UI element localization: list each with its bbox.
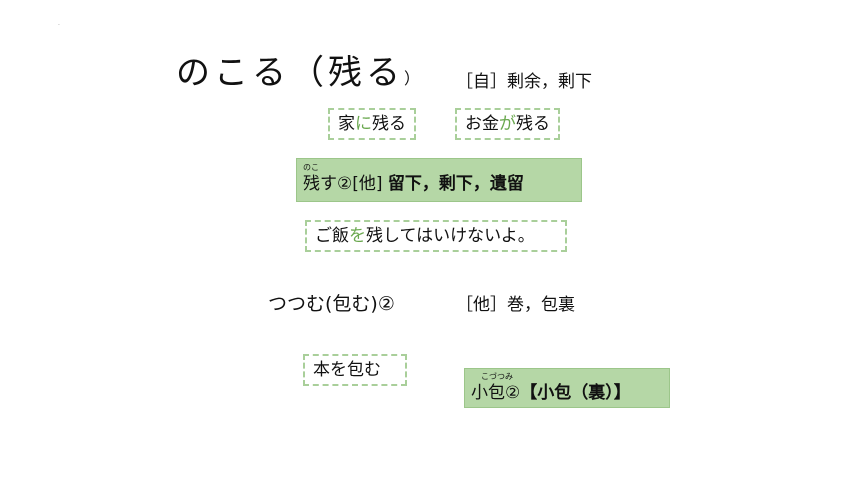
example-text: 残る <box>516 114 550 134</box>
nokosu-meaning: 留下，剰下，遺留 <box>387 174 524 194</box>
example-text: 残る <box>372 114 406 134</box>
vocab-box-kozutsumi: こづつみ 小包②【小包（裏）】 <box>464 368 670 408</box>
furigana-kozutsumi: こづつみ <box>481 372 513 381</box>
kozutsumi-meaning: 【小包（裏）】 <box>520 383 631 403</box>
kozutsumi-line: 小包②【小包（裏）】 <box>471 382 663 404</box>
example-hon-wo-tsutsumu: 本を包む <box>303 354 407 386</box>
example-gohan-wo-nokosu: ご飯を残してはいけないよ。 <box>305 220 567 252</box>
example-okane-ga-nokoru: お金が残る <box>455 108 560 140</box>
particle-highlight: に <box>355 114 372 134</box>
example-text: ご飯 <box>315 226 349 246</box>
example-ie-ni-nokoru: 家に残る <box>328 108 416 140</box>
title-main-text: のこる（残る <box>176 53 404 93</box>
definition-nokoru: ［自］剰余，剰下 <box>456 72 592 92</box>
example-text: お金 <box>465 114 499 134</box>
nokosu-head: 残す②[他] <box>303 174 388 194</box>
decorative-dot: · <box>58 22 60 29</box>
definition-tsutsumu: ［他］巻，包裏 <box>456 295 575 315</box>
example-text: 残してはいけないよ。 <box>366 226 535 246</box>
nokosu-line: 残す②[他] 留下，剰下，遺留 <box>303 173 575 195</box>
kozutsumi-head: 小包② <box>471 383 521 403</box>
vocab-title-nokoru: のこる（残る） <box>176 56 420 90</box>
title-close-paren: ） <box>404 69 421 88</box>
vocab-title-tsutsumu: つつむ(包む)② <box>268 293 395 315</box>
particle-highlight: が <box>499 114 516 134</box>
example-text: 家 <box>338 114 355 134</box>
furigana-noko: のこ <box>303 163 319 172</box>
vocab-box-nokosu: のこ 残す②[他] 留下，剰下，遺留 <box>296 158 582 202</box>
particle-highlight: を <box>349 226 366 246</box>
